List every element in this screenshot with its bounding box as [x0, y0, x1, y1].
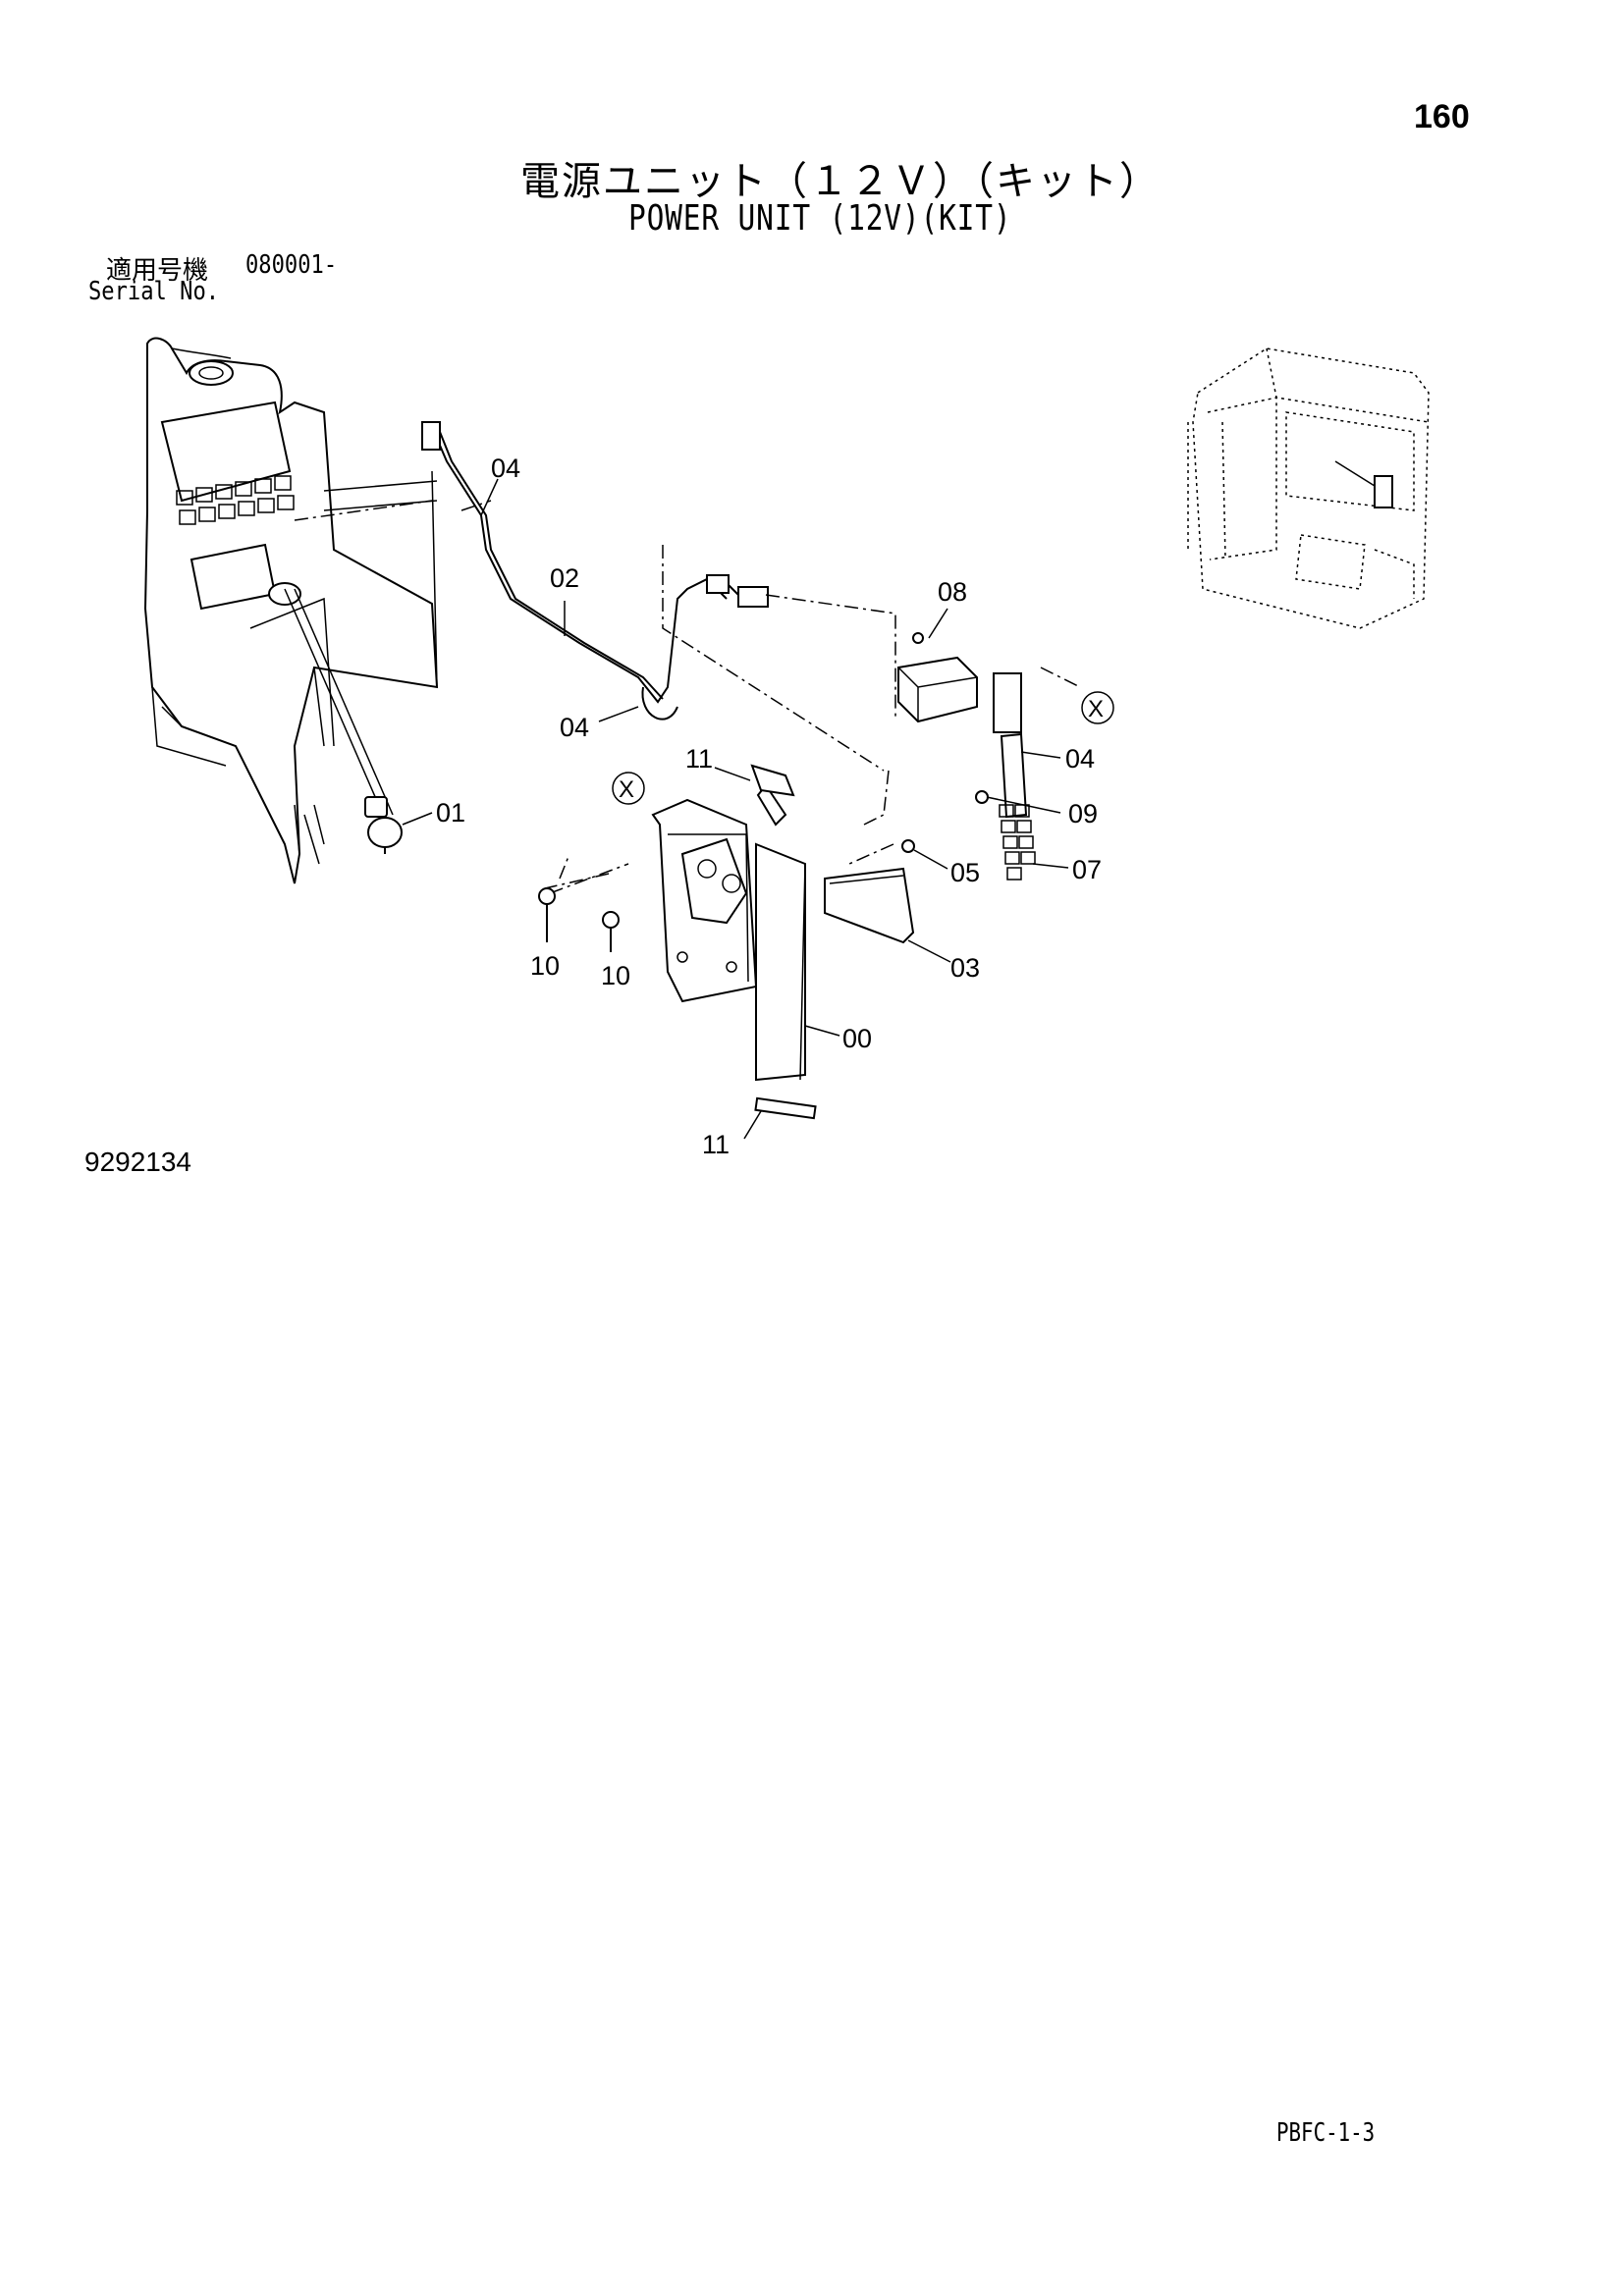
cab-inset	[1187, 347, 1430, 629]
callout-02: 02	[550, 563, 579, 593]
wire-harness-02	[421, 421, 769, 721]
callout-00: 00	[842, 1024, 872, 1053]
svg-text:X: X	[1088, 696, 1104, 722]
serial-value: 080001-	[245, 250, 338, 280]
callout-07: 07	[1072, 855, 1102, 884]
title-japanese: 電源ユニット（１２Ｖ）（キット）	[520, 159, 1161, 204]
callout-04-mid: 04	[560, 713, 589, 742]
callout-05: 05	[950, 858, 980, 887]
callout-04-top: 04	[491, 454, 520, 483]
keypad	[176, 475, 295, 525]
callout-10-right: 10	[601, 961, 630, 990]
page-number: 160	[1414, 98, 1470, 135]
bolts	[538, 839, 915, 952]
callout-11-top: 11	[685, 744, 713, 774]
part-07-connectors	[999, 804, 1036, 881]
callout-01: 01	[436, 798, 465, 828]
part-03-cover	[824, 867, 915, 944]
callout-03: 03	[950, 953, 980, 983]
callout-10-left: 10	[530, 951, 560, 981]
callout-labels: 04 02 04 08 04 09 07 05 03 00 11 11 10 1…	[436, 454, 1102, 1159]
serial-label-japanese: 適用号機	[106, 256, 209, 286]
callout-04-right: 04	[1065, 744, 1095, 774]
drawing-number: 9292134	[84, 1147, 192, 1177]
part-08-unit	[897, 632, 1036, 881]
serial-label-english: Serial No.	[88, 277, 220, 306]
x-markers: X X	[612, 691, 1114, 805]
part-00-bracket	[651, 783, 806, 1082]
page-code: PBFC-1-3	[1276, 2118, 1376, 2148]
title-english: POWER UNIT (12V)(KIT)	[628, 198, 1012, 239]
leader-lines	[294, 500, 1081, 894]
callout-09: 09	[1068, 799, 1098, 828]
console-panel	[143, 337, 439, 884]
part-11-strips	[750, 764, 817, 1120]
callout-08: 08	[938, 577, 967, 607]
callout-11-bottom: 11	[702, 1130, 730, 1159]
part-01-bulb	[364, 796, 433, 854]
svg-text:X: X	[619, 776, 634, 803]
